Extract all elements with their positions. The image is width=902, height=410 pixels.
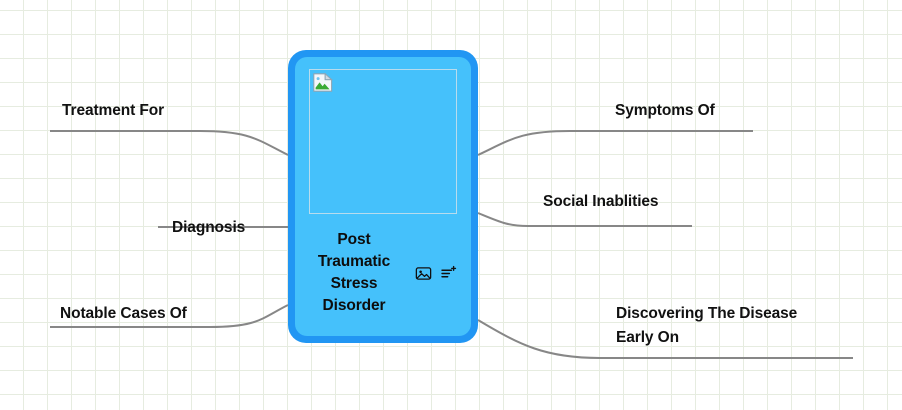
- branch-label-social-inablities[interactable]: Social Inablities: [543, 193, 659, 210]
- central-node-actions: [407, 265, 461, 282]
- central-node-title: Post Traumatic Stress Disorder: [317, 231, 391, 314]
- branch-label-treatment-for[interactable]: Treatment For: [62, 102, 165, 119]
- branch-label-symptoms-of[interactable]: Symptoms Of: [615, 102, 715, 119]
- connector-treatment-for: [50, 130, 289, 156]
- add-note-icon[interactable]: [440, 265, 457, 282]
- connector-social-inablities: [477, 212, 692, 227]
- central-node-body: Post Traumatic Stress Disorder: [295, 214, 471, 336]
- broken-image-icon: [313, 73, 333, 92]
- branch-label-discovering-the-disease-early-on[interactable]: Discovering The Disease Early On: [616, 305, 798, 347]
- branch-label-notable-cases-of[interactable]: Notable Cases Of: [60, 305, 187, 322]
- add-image-icon[interactable]: [415, 265, 432, 282]
- branch-label-diagnosis[interactable]: Diagnosis: [172, 219, 246, 236]
- central-node-inner: Post Traumatic Stress Disorder: [295, 57, 471, 336]
- connector-symptoms-of: [477, 130, 753, 156]
- central-node-image-frame[interactable]: [309, 69, 457, 214]
- central-node-card[interactable]: Post Traumatic Stress Disorder: [288, 50, 478, 343]
